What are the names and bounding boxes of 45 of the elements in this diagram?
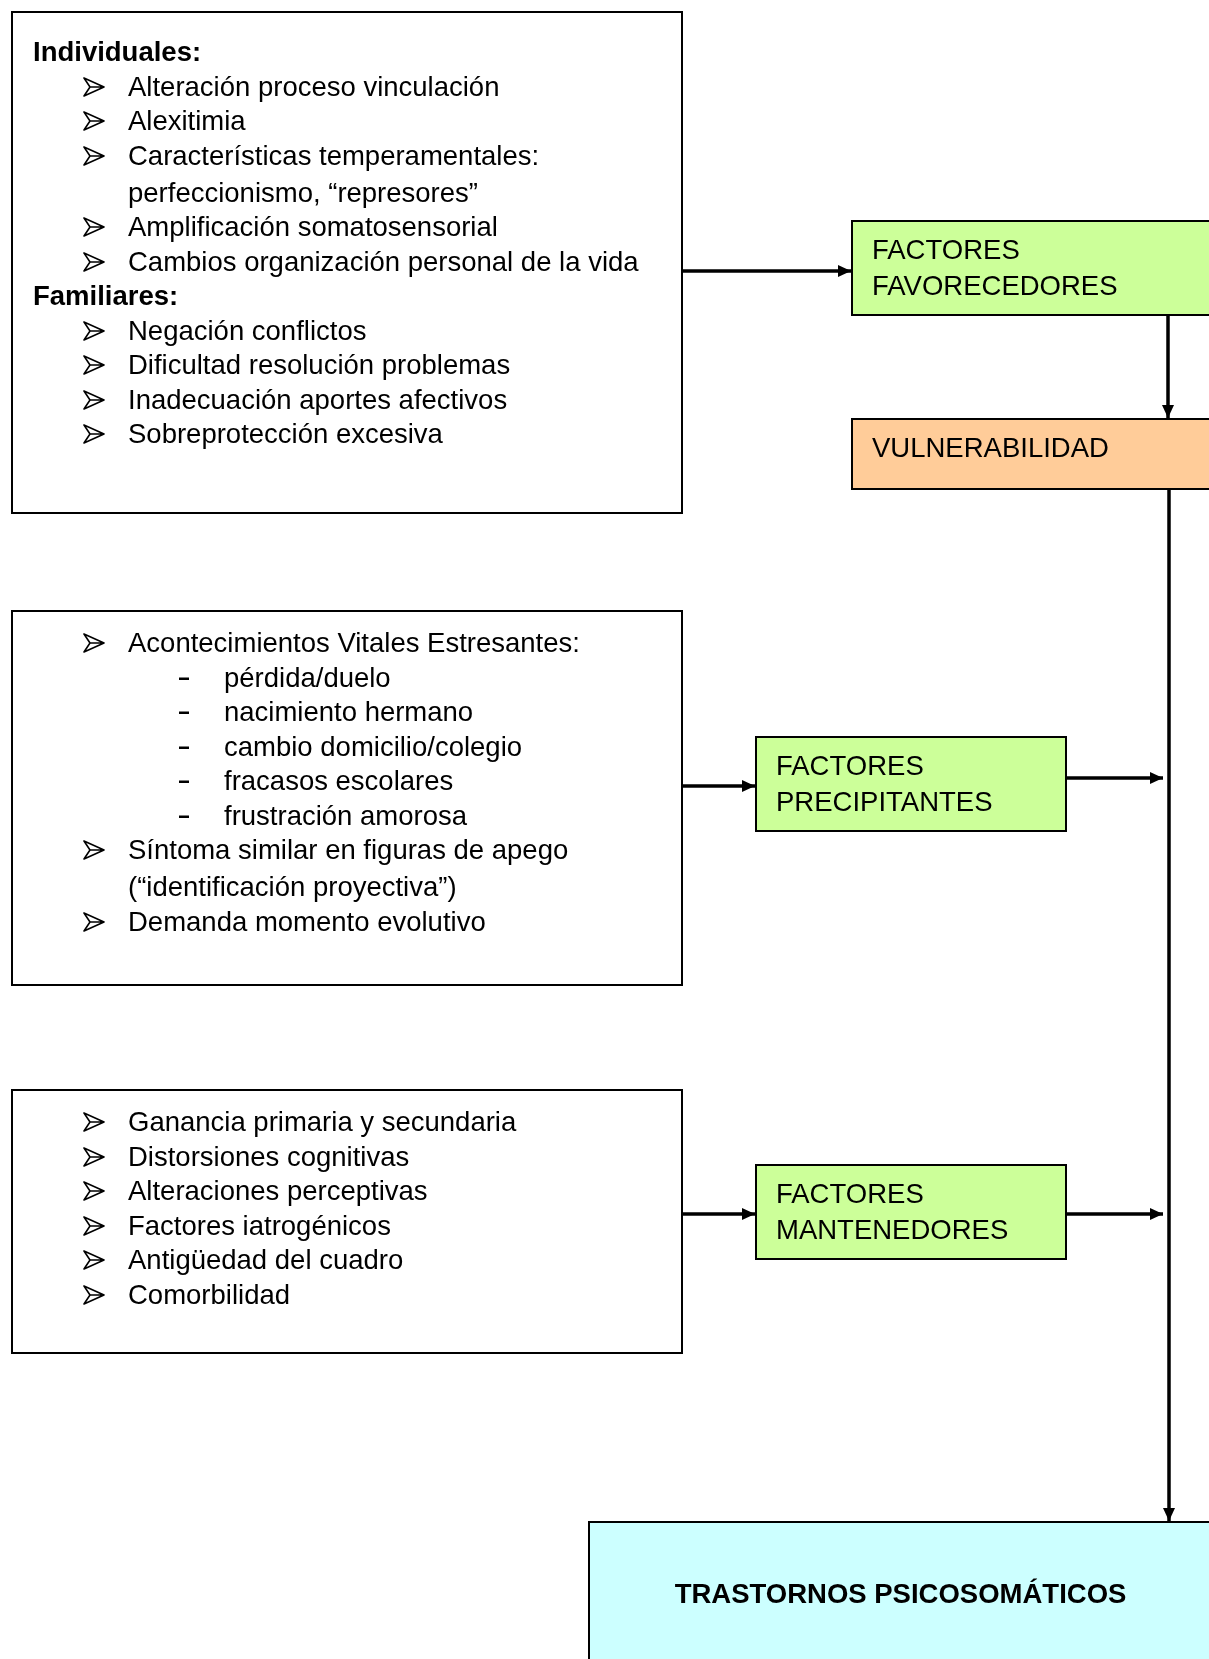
factor-label: FACTORES PRECIPITANTES: [776, 749, 994, 819]
list-box: [11, 11, 683, 514]
factor-box: [851, 418, 1209, 490]
factor-label: FACTORES FAVORECEDORES: [872, 233, 1119, 303]
list-item: Dificultad resolución problemas: [128, 348, 512, 382]
arrow: [683, 265, 851, 277]
list-item: fracasos escolares: [224, 764, 455, 798]
list-item: Ganancia primaria y secundaria: [128, 1105, 518, 1139]
arrow: [1163, 490, 1175, 1521]
list-item: Cambios organización personal de la vida: [128, 244, 640, 279]
list-item: Demanda momento evolutivo: [128, 904, 487, 939]
arrow: [1162, 316, 1174, 418]
list-item: Alteraciones perceptivas: [128, 1174, 429, 1208]
factor-box: [755, 1164, 1067, 1260]
list-item: Acontecimientos Vitales Estresantes:: [128, 626, 581, 660]
arrow: [683, 780, 755, 792]
list-item: Comorbilidad: [128, 1277, 292, 1312]
factor-label: FACTORES MANTENEDORES: [776, 1177, 1010, 1247]
list-item: Distorsiones cognitivas: [128, 1139, 411, 1174]
arrow: [1067, 772, 1163, 784]
list-item: Síntoma similar en figuras de apego (“identificación proyectiva”): [128, 833, 570, 904]
list-item: Características temperamentales: perfeccionismo, “represores”: [128, 138, 541, 210]
list-item: Alteración proceso vinculación: [128, 69, 501, 104]
arrow: [683, 1208, 755, 1220]
factor-box: [851, 220, 1209, 316]
list-item: Inadecuación aportes afectivos: [128, 382, 509, 417]
list-item: pérdida/duelo: [224, 660, 392, 695]
list-item: Factores iatrogénicos: [128, 1208, 392, 1243]
list-item: frustración amorosa: [224, 798, 468, 833]
list-item: nacimiento hermano: [224, 695, 475, 729]
list-item: Negación conflictos: [128, 313, 368, 348]
list-item: cambio domicilio/colegio: [224, 729, 524, 764]
list-item: Sobreprotección excesiva: [128, 417, 444, 451]
list-item: Alexitimia: [128, 104, 247, 138]
list-item: Antigüedad del cuadro: [128, 1243, 405, 1277]
list-box: [11, 610, 683, 986]
group-heading: Individuales:: [33, 35, 203, 69]
list-item: Amplificación somatosensorial: [128, 210, 499, 244]
group-heading: Familiares:: [33, 279, 180, 313]
list-box: [11, 1089, 683, 1354]
factor-label: VULNERABILIDAD: [872, 431, 1110, 465]
arrow: [1067, 1208, 1163, 1220]
outcome-box: [588, 1521, 1209, 1659]
factor-box: [755, 736, 1067, 832]
outcome-label: TRASTORNOS PSICOSOMÁTICOS: [673, 1577, 1128, 1611]
